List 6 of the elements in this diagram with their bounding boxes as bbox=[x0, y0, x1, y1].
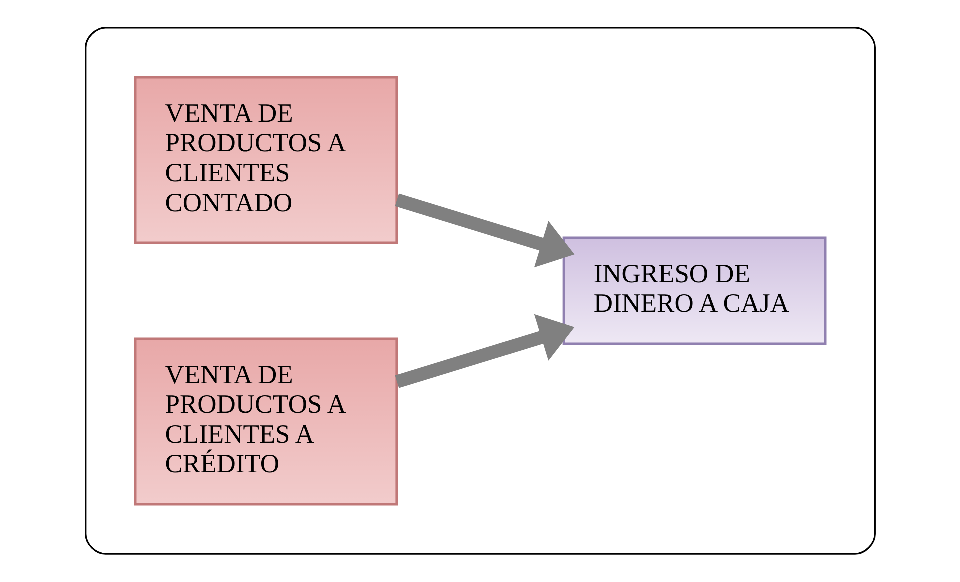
node-box: VENTA DE PRODUCTOS A CLIENTES CONTADO bbox=[134, 76, 398, 244]
arrow bbox=[394, 314, 574, 388]
node-box: VENTA DE PRODUCTOS A CLIENTES A CRÉDITO bbox=[134, 338, 398, 506]
arrow bbox=[394, 194, 574, 268]
cluster bbox=[84, 27, 876, 555]
node-box: INGRESO DE DINERO A CAJA bbox=[562, 236, 826, 346]
